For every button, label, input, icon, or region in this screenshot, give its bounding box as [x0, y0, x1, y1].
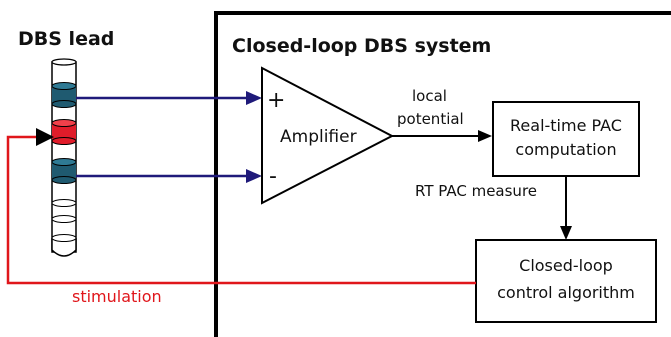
system-title: Closed-loop DBS system [232, 35, 491, 57]
dbs-lead [51, 58, 77, 257]
lead-title: DBS lead [18, 28, 114, 50]
lead-contact-2-stim [51, 119, 77, 145]
signal-label-line2: potential [397, 110, 464, 128]
signal-label-line1: local [412, 87, 447, 105]
recording-wires [76, 91, 262, 183]
amplifier-plus: + [267, 88, 285, 113]
control-algorithm-box: Closed-loop control algorithm [475, 239, 657, 323]
amplifier-minus: - [269, 164, 277, 189]
pac-box-line1: Real-time PAC [510, 116, 622, 135]
amplifier-label: Amplifier [280, 127, 357, 147]
control-box-line1: Closed-loop [519, 256, 613, 275]
amplifier: + - Amplifier [261, 66, 395, 205]
measure-label: RT PAC measure [415, 182, 537, 200]
wire-arrow-plus [246, 91, 262, 105]
wire-arrow-minus [246, 169, 262, 183]
control-box-line2: control algorithm [497, 283, 635, 302]
lead-contact-4 [51, 199, 77, 223]
stimulation-label: stimulation [72, 287, 162, 306]
pac-box-line2: computation [515, 140, 616, 159]
stimulation-path [6, 128, 476, 285]
lead-contact-1 [51, 82, 77, 108]
pac-computation-box: Real-time PAC computation [492, 101, 640, 177]
lead-contact-3 [51, 158, 77, 184]
